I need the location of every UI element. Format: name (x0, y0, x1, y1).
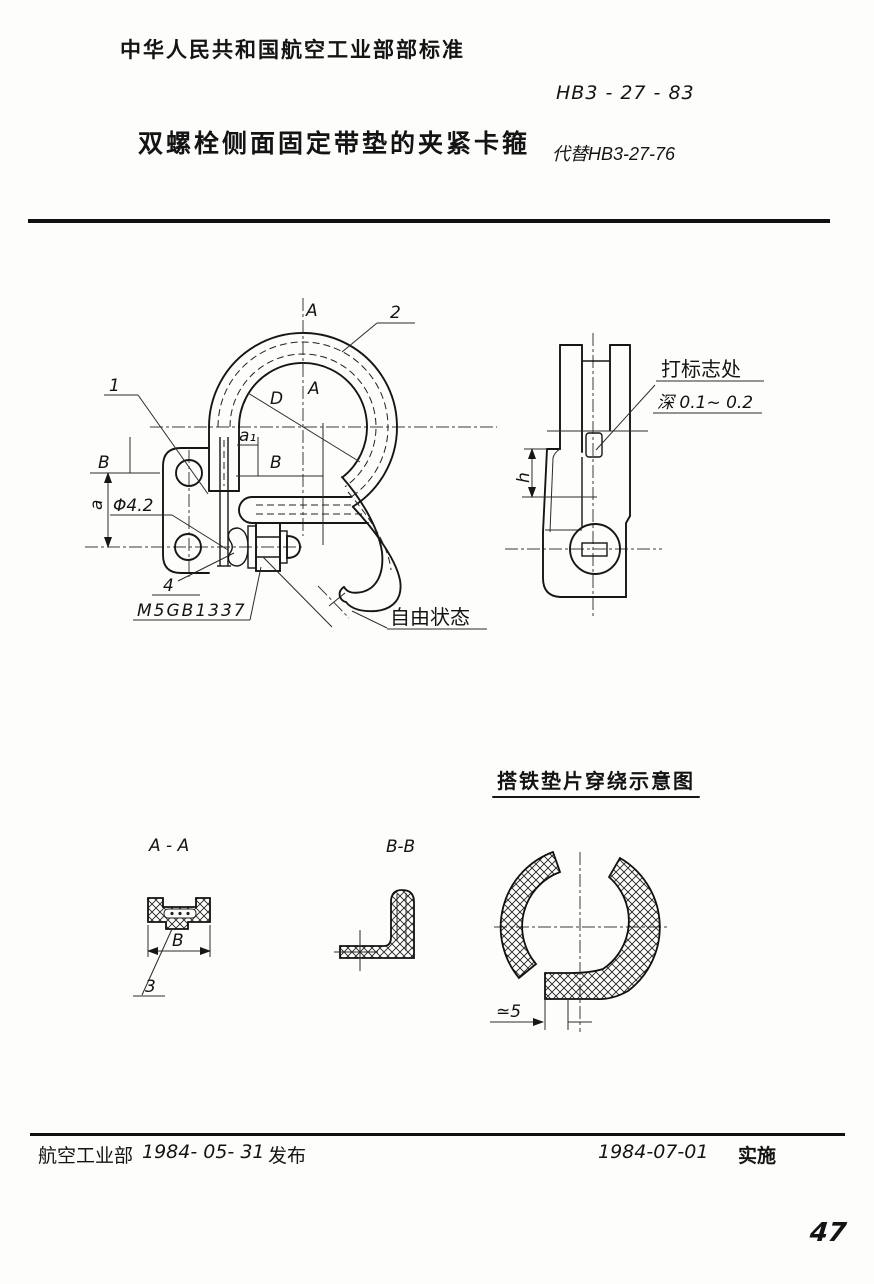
standard-org-title: 中华人民共和国航空工业部部标准 (120, 39, 465, 62)
section-a-label-mid: A (307, 379, 320, 399)
dim-hole-diameter-label: Φ4.2 (113, 496, 153, 516)
mark-depth-note: 深 0.1~ 0.2 (657, 393, 753, 413)
section-bb-drawing: B-B (334, 837, 415, 971)
footer-implementation-label: 实施 (738, 1146, 777, 1167)
callout-3-cushion: 3 (145, 977, 156, 997)
section-aa-label: A - A (148, 836, 189, 856)
standard-code: HB3 - 27 - 83 (556, 82, 695, 104)
footer-release-date: 1984- 05- 31 (142, 1141, 265, 1163)
dim-d-label: D (270, 389, 283, 409)
gasket-diagram-title: 搭铁垫片穿绕示意图 (497, 769, 695, 793)
document-title: 双螺栓侧面固定带垫的夹紧卡箍 (138, 130, 531, 158)
header-rule (28, 219, 830, 223)
bolt-spec-label: M5GB1337 (137, 601, 247, 621)
gasket-wrap-diagram: ≃5 (490, 850, 668, 1032)
dim-h-label: h (514, 472, 534, 483)
dim-b-right-label: B (270, 453, 282, 473)
footer-implementation-date: 1984-07-01 (598, 1141, 709, 1163)
dim-a-label: a (87, 500, 107, 510)
page-number: 47 (808, 1218, 848, 1248)
side-view-drawing: h 打标志处 深 0.1~ 0.2 (505, 333, 764, 617)
main-view-clamp-drawing: A A 2 1 D B a a₁ B Φ4.2 4 (85, 298, 497, 630)
footer-rule (30, 1133, 845, 1136)
technical-drawing: A A 2 1 D B a a₁ B Φ4.2 4 (85, 298, 764, 1032)
callout-1-bracket: 1 (109, 376, 120, 396)
section-aa-dim-b: B (172, 931, 184, 951)
bolt-nut-assembly (227, 522, 301, 572)
callout-2-band: 2 (390, 303, 401, 323)
dim-b-left-label: B (98, 453, 110, 473)
callout-4-washer: 4 (163, 576, 174, 596)
section-aa-drawing: A - A B 3 (133, 836, 211, 997)
gasket-gap-dim: ≃5 (496, 1002, 521, 1022)
mark-location-note: 打标志处 (661, 358, 741, 381)
footer-release-label: 发布 (268, 1146, 307, 1167)
dim-a1-label: a₁ (239, 426, 256, 446)
section-bb-label: B-B (386, 837, 415, 857)
section-a-label-top: A (305, 301, 318, 321)
footer-issuing-org: 航空工业部 (38, 1146, 134, 1167)
replaces-note: 代替HB3-27-76 (552, 144, 676, 164)
free-state-note: 自由状态 (390, 606, 470, 629)
